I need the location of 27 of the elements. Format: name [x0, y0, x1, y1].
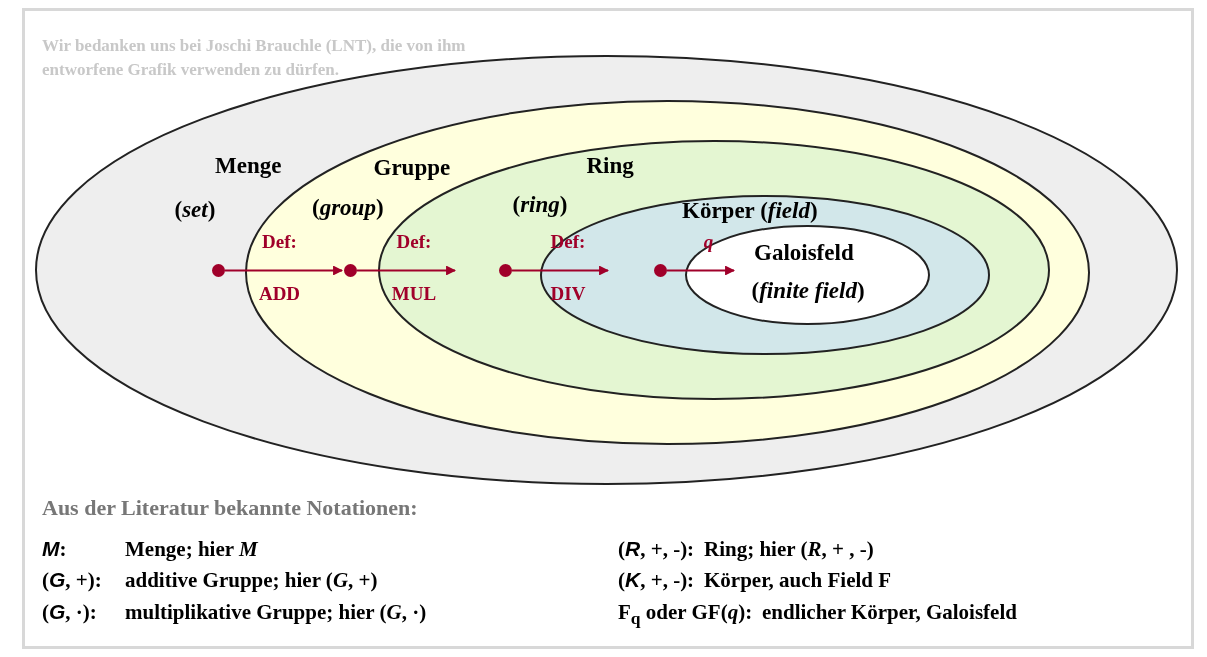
- set-translation: (set): [174, 197, 216, 223]
- set-name: Menge: [215, 153, 282, 179]
- notation-symbol: (G, +):: [42, 568, 102, 593]
- edge-label: Def: ADD: [257, 229, 302, 306]
- notation-meaning: multiplikative Gruppe; hier (G, ·): [125, 600, 427, 625]
- notes-heading: Aus der Literatur bekannte Notationen:: [42, 495, 418, 521]
- arrow: [357, 265, 456, 276]
- notation-meaning: endlicher Körper, Galoisfeld: [762, 600, 1017, 625]
- notation-symbol: (G, ·):: [42, 600, 97, 625]
- notation-symbol: (K, +, -):: [618, 568, 695, 593]
- notation-meaning: Menge; hier M: [125, 537, 258, 562]
- notation-meaning: Ring; hier (R, + , -): [704, 537, 874, 562]
- set-name: Gruppe: [373, 155, 451, 181]
- set-name: Galoisfeld: [754, 240, 854, 266]
- notation-meaning: additive Gruppe; hier (G, +): [125, 568, 378, 593]
- set-name: Körper (field): [682, 198, 818, 224]
- set-translation: (finite field): [751, 278, 865, 304]
- notation-symbol: F$_{q}$ oder GF(q):: [618, 600, 753, 630]
- set-translation: (ring): [512, 192, 568, 218]
- set-name: Ring: [586, 153, 634, 179]
- arrow: [225, 265, 343, 276]
- notation-symbol: (R, +, -):: [618, 537, 695, 562]
- arrow: [512, 265, 609, 276]
- notation-meaning: Körper, auch Field F: [704, 568, 892, 593]
- notation-symbol: M:: [42, 537, 67, 562]
- set-translation: (group): [312, 195, 384, 221]
- edge-label: Def: MUL: [390, 229, 438, 306]
